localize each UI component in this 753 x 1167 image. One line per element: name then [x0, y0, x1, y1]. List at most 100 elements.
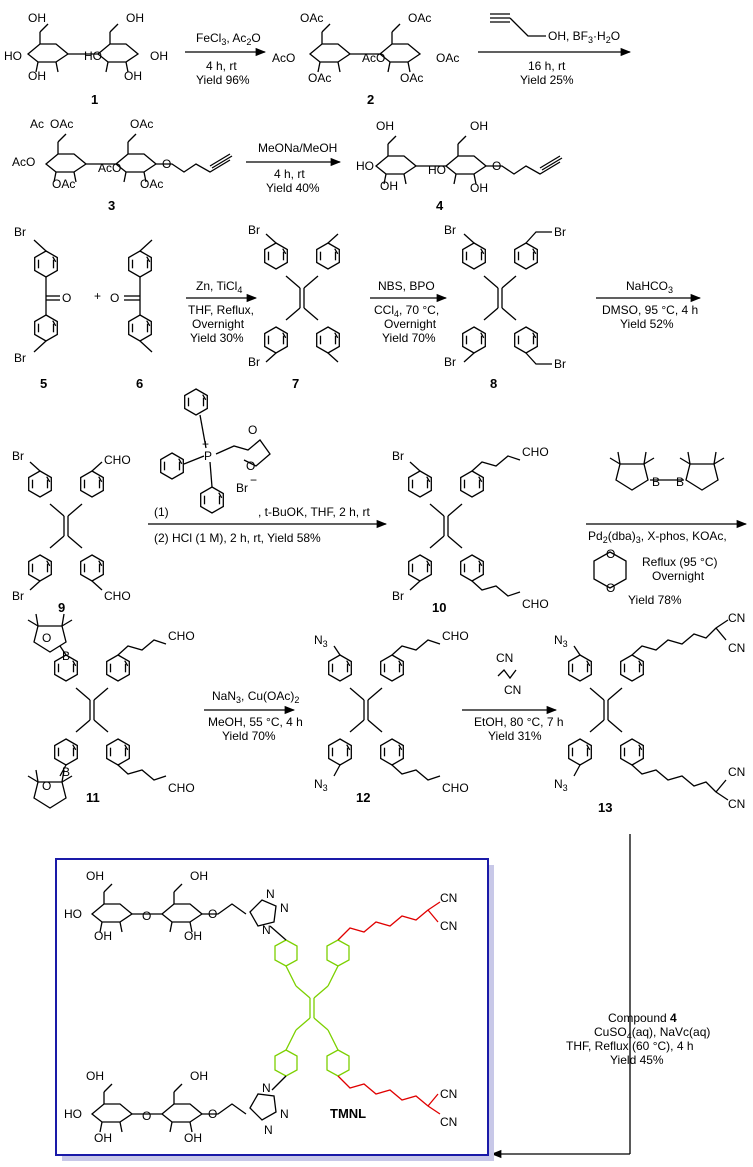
svg-text:Yield 70%: Yield 70%: [222, 729, 276, 743]
svg-text:OH: OH: [86, 869, 104, 883]
svg-text:CN: CN: [504, 683, 521, 697]
atom-label: OH: [150, 49, 168, 63]
svg-text:Br: Br: [14, 351, 26, 365]
svg-text:THF, Reflux (60 °C), 4 h: THF, Reflux (60 °C), 4 h: [566, 1039, 694, 1053]
compound-label-7: 7: [292, 376, 299, 391]
svg-text:N: N: [266, 887, 275, 901]
svg-text:Br: Br: [236, 481, 248, 495]
compound-label-tmnl: TMNL: [330, 1106, 366, 1121]
svg-text:−: −: [250, 473, 257, 487]
svg-text:CN: CN: [728, 797, 745, 811]
svg-text:OH, BF3·H2O: OH, BF3·H2O: [548, 29, 620, 45]
conditions-step-1: FeCl3, Ac2O 4 h, rt Yield 96%: [196, 31, 261, 87]
svg-text:Br: Br: [444, 355, 456, 369]
svg-text:Br: Br: [12, 589, 24, 603]
conditions-step-7: (1) , t-BuOK, THF, 2 h, rt (2) HCl (1 M)…: [154, 505, 370, 545]
svg-text:OH: OH: [380, 179, 398, 193]
svg-text:, t-BuOK, THF, 2 h, rt: , t-BuOK, THF, 2 h, rt: [258, 505, 370, 519]
svg-text:Br: Br: [392, 589, 404, 603]
svg-text:N3: N3: [554, 777, 568, 793]
compound-6-structure: O: [110, 239, 153, 353]
compound-1-structure: OH OH HO OH HO OH OH: [4, 11, 168, 83]
svg-text:O: O: [246, 459, 255, 473]
svg-text:Br: Br: [12, 449, 24, 463]
svg-text:CN: CN: [440, 1087, 457, 1101]
atom-label: OH: [28, 11, 46, 25]
svg-text:N: N: [262, 1081, 271, 1095]
svg-text:CHO: CHO: [442, 629, 469, 643]
svg-text:Br: Br: [554, 357, 566, 371]
svg-text:O: O: [42, 779, 51, 793]
svg-text:O: O: [162, 157, 171, 171]
svg-text:THF, Reflux,: THF, Reflux,: [188, 303, 254, 317]
svg-text:Br: Br: [248, 355, 260, 369]
compound-label-5: 5: [40, 376, 47, 391]
svg-text:B: B: [652, 475, 660, 489]
compound-4-structure: OH OH HO OH HO OH O: [356, 119, 563, 195]
svg-text:OAc: OAc: [140, 177, 163, 191]
svg-text:HO: HO: [428, 163, 446, 177]
svg-text:DMSO, 95 °C, 4 h: DMSO, 95 °C, 4 h: [602, 303, 698, 317]
svg-text:MeONa/MeOH: MeONa/MeOH: [258, 141, 337, 155]
svg-text:CN: CN: [440, 891, 457, 905]
svg-text:OAc: OAc: [400, 71, 423, 85]
svg-text:Yield 31%: Yield 31%: [488, 729, 542, 743]
conditions-step-9: NaN3, Cu(OAc)2 MeOH, 55 °C, 4 h Yield 70…: [208, 689, 303, 743]
atom-label: HO: [4, 49, 22, 63]
svg-text:Overnight: Overnight: [192, 317, 245, 331]
svg-text:HO: HO: [356, 159, 374, 173]
svg-text:4 h, rt: 4 h, rt: [274, 167, 305, 181]
svg-text:Compound 4: Compound 4: [608, 1011, 677, 1025]
compound-12-structure: N3 N3 CHO CHO: [314, 629, 469, 795]
svg-text:16 h, rt: 16 h, rt: [528, 59, 566, 73]
svg-text:Overnight: Overnight: [652, 569, 705, 583]
svg-text:+: +: [202, 437, 209, 451]
svg-text:O: O: [208, 907, 217, 921]
svg-text:Br: Br: [14, 225, 26, 239]
svg-text:Yield 96%: Yield 96%: [196, 73, 250, 87]
compound-label-2: 2: [367, 92, 374, 107]
svg-text:CN: CN: [728, 641, 745, 655]
svg-text:OH: OH: [184, 1131, 202, 1145]
svg-text:CHO: CHO: [442, 781, 469, 795]
svg-text:OAc: OAc: [300, 11, 323, 25]
svg-text:AcO: AcO: [272, 51, 295, 65]
svg-text:NaHCO3: NaHCO3: [626, 279, 673, 295]
compound-2-structure: OAc OAc AcO OAc AcO OAc OAc: [272, 11, 459, 85]
compound-7-structure: Br Br: [248, 223, 339, 369]
atom-label: OH: [126, 11, 144, 25]
svg-text:OAc: OAc: [52, 177, 75, 191]
svg-text:OAc: OAc: [308, 71, 331, 85]
svg-text:Yield 52%: Yield 52%: [620, 317, 674, 331]
svg-text:CHO: CHO: [522, 597, 549, 611]
compound-11-structure: O B B O CHO CHO: [27, 613, 195, 809]
compound-13-structure: N3 N3 CN CN CN CN: [554, 611, 745, 811]
svg-text:Yield 45%: Yield 45%: [610, 1053, 664, 1067]
svg-text:Reflux (95 °C): Reflux (95 °C): [642, 555, 718, 569]
svg-text:O: O: [492, 159, 501, 173]
svg-text:O: O: [606, 547, 615, 561]
compound-label-1: 1: [91, 92, 98, 107]
svg-text:CHO: CHO: [104, 453, 131, 467]
svg-text:Yield 30%: Yield 30%: [190, 331, 244, 345]
compound-label-3: 3: [108, 198, 115, 213]
compound-label-6: 6: [136, 376, 143, 391]
atom-label: OH: [124, 69, 142, 83]
conditions-step-6: NaHCO3 DMSO, 95 °C, 4 h Yield 52%: [602, 279, 698, 331]
svg-text:HO: HO: [64, 907, 82, 921]
svg-text:Yield 25%: Yield 25%: [520, 73, 574, 87]
conditions-step-11: Compound 4 CuSO4(aq), NaVc(aq) THF, Refl…: [566, 1011, 710, 1067]
svg-text:EtOH, 80 °C, 7 h: EtOH, 80 °C, 7 h: [474, 715, 564, 729]
svg-text:B: B: [62, 765, 70, 779]
svg-text:CHO: CHO: [168, 781, 195, 795]
svg-text:O: O: [142, 909, 151, 923]
svg-text:OH: OH: [86, 1069, 104, 1083]
conditions-step-10: CN CN EtOH, 80 °C, 7 h Yield 31%: [474, 651, 564, 743]
svg-text:Pd2(dba)3, X-phos, KOAc,: Pd2(dba)3, X-phos, KOAc,: [588, 529, 727, 545]
compound-10-structure: Br Br CHO CHO: [392, 445, 549, 611]
svg-text:Br: Br: [554, 225, 566, 239]
svg-text:MeOH, 55 °C, 4 h: MeOH, 55 °C, 4 h: [208, 715, 303, 729]
b2pin2-structure: B B: [609, 451, 725, 491]
svg-text:HO: HO: [64, 1107, 82, 1121]
svg-text:CN: CN: [440, 1115, 457, 1129]
